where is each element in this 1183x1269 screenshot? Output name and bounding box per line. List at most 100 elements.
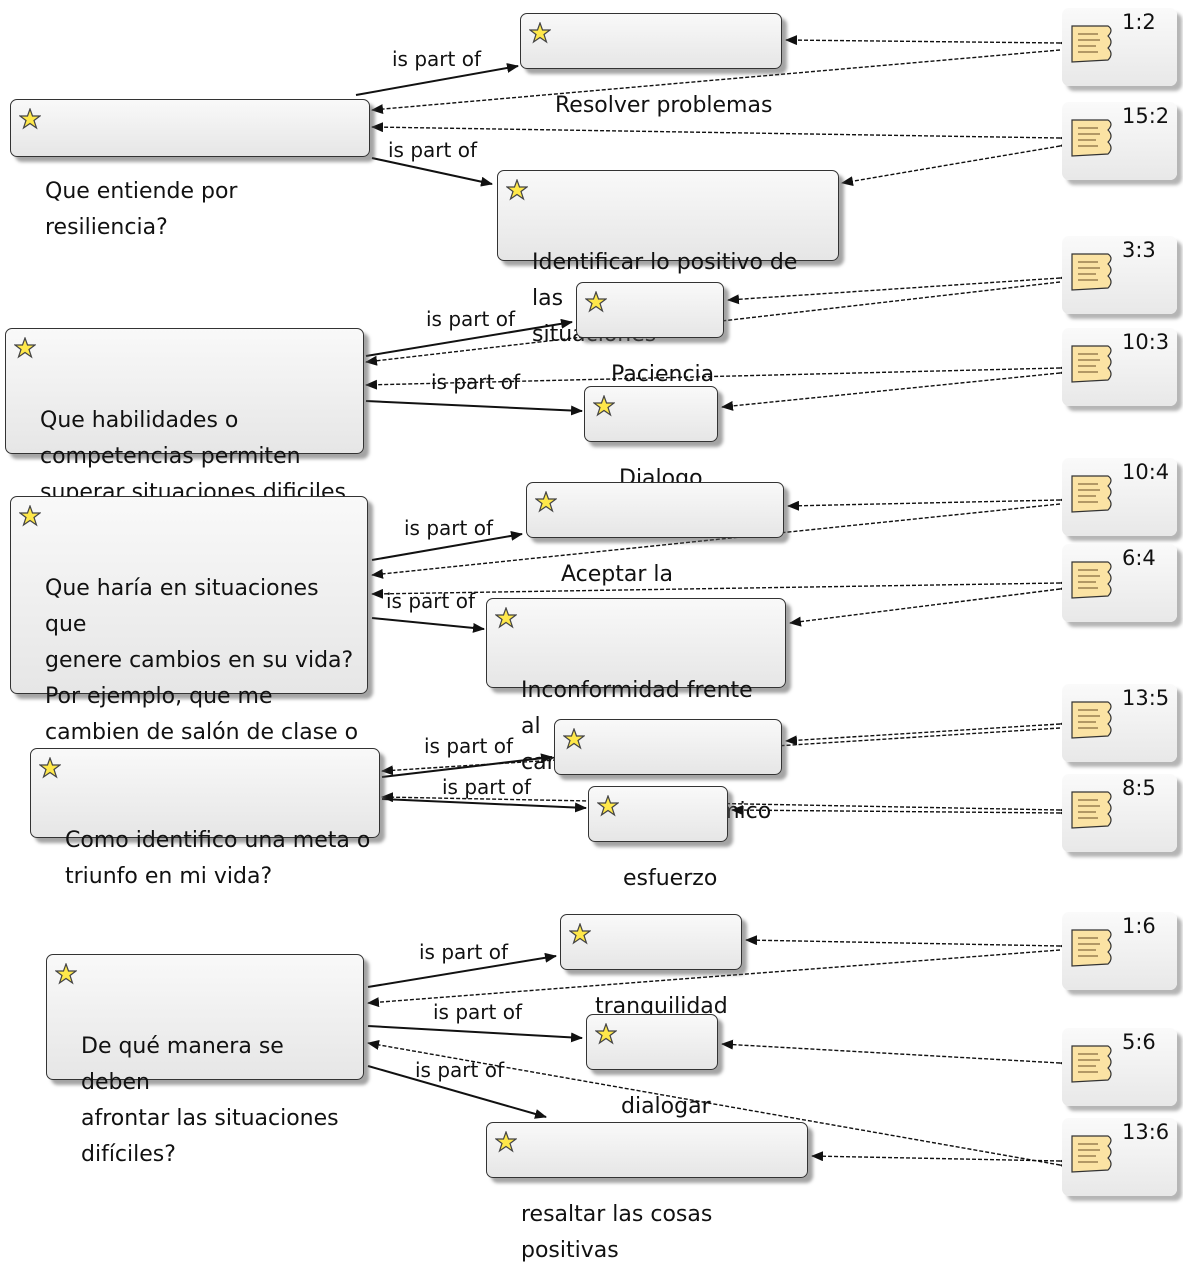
code-star-icon: [563, 728, 585, 750]
question-node[interactable]: Que entiende por resiliencia?: [10, 99, 370, 240]
is-part-of-link: [371, 157, 493, 187]
grounding-link: [721, 1039, 1072, 1069]
edge-label: is part of: [415, 1058, 504, 1082]
code-text: resaltar las cosas positivas: [521, 1202, 713, 1263]
grounding-link: [789, 582, 1072, 627]
code-text: dialogar: [621, 1094, 711, 1119]
document-icon: [1071, 561, 1112, 599]
document-icon: [1071, 119, 1112, 157]
quotation-label: 5:6: [1122, 1030, 1156, 1054]
code-star-icon: [506, 179, 528, 201]
code-star-icon: [529, 22, 551, 44]
code-node[interactable]: Resolver problemas: [520, 13, 782, 118]
grounding-link: [371, 122, 1072, 144]
edge-label: is part of: [386, 589, 475, 613]
code-star-icon: [19, 505, 41, 527]
grounding-link: [745, 935, 1072, 952]
edge-label: is part of: [404, 516, 493, 540]
document-icon: [1071, 475, 1112, 513]
edge-label: is part of: [424, 734, 513, 758]
quotation-node[interactable]: 10:4: [1062, 458, 1177, 536]
code-star-icon: [535, 491, 557, 513]
is-part-of-link: [365, 318, 573, 357]
code-node[interactable]: tranquilidad: [560, 914, 742, 1019]
quotation-label: 1:2: [1122, 10, 1156, 34]
is-part-of-link: [367, 952, 557, 988]
edge-label: is part of: [426, 307, 515, 331]
code-text: esfuerzo: [623, 866, 718, 891]
quotation-node[interactable]: 1:6: [1062, 912, 1177, 990]
document-icon: [1071, 1135, 1112, 1173]
quotation-label: 6:4: [1122, 546, 1156, 570]
code-star-icon: [55, 963, 77, 985]
is-part-of-link: [371, 617, 485, 633]
question-node[interactable]: Que habilidades o competencias permiten …: [5, 328, 364, 541]
code-node[interactable]: Aceptar la situacion: [526, 482, 784, 623]
quotation-node[interactable]: 13:6: [1062, 1118, 1177, 1196]
link-layer: [355, 35, 1072, 1172]
code-node[interactable]: logro academico: [554, 719, 782, 824]
code-node[interactable]: resaltar las cosas positivas: [486, 1122, 808, 1263]
is-part-of-link: [355, 63, 519, 96]
code-node[interactable]: dialogar: [586, 1014, 718, 1119]
code-node[interactable]: Paciencia: [576, 282, 724, 387]
quotation-label: 1:6: [1122, 914, 1156, 938]
code-star-icon: [597, 795, 619, 817]
document-icon: [1071, 1045, 1112, 1083]
question-node[interactable]: Que haría en situaciones que genere camb…: [10, 496, 368, 781]
question-node[interactable]: De qué manera se deben afrontar las situ…: [46, 954, 364, 1167]
edge-label: is part of: [431, 370, 520, 394]
code-node[interactable]: Dialogo: [584, 386, 718, 491]
edge-label: is part of: [442, 775, 531, 799]
code-text: Resolver problemas: [555, 93, 773, 118]
grounding-link: [731, 805, 1072, 819]
code-node[interactable]: Identificar lo positivo de las situacion…: [497, 170, 839, 347]
quotation-label: 3:3: [1122, 238, 1156, 262]
code-star-icon: [495, 607, 517, 629]
grounding-link: [727, 272, 1072, 305]
quotation-label: 13:6: [1122, 1120, 1170, 1144]
quotation-node[interactable]: 15:2: [1062, 102, 1177, 180]
code-star-icon: [585, 291, 607, 313]
quotation-node[interactable]: 6:4: [1062, 544, 1177, 622]
is-part-of-link: [367, 1025, 583, 1043]
grounding-link: [787, 494, 1072, 511]
document-icon: [1071, 791, 1112, 829]
question-node[interactable]: Como identifico una meta o triunfo en mi…: [30, 748, 380, 889]
quotation-node[interactable]: 13:5: [1062, 684, 1177, 762]
quotation-label: 10:4: [1122, 460, 1170, 484]
document-icon: [1071, 25, 1112, 63]
grounding-link: [785, 35, 1072, 49]
code-node[interactable]: Inconformidad frente al cambio: [486, 598, 786, 775]
question-text: Como identifico una meta o triunfo en mi…: [65, 828, 371, 889]
code-star-icon: [495, 1131, 517, 1153]
document-icon: [1071, 345, 1112, 383]
code-text: Paciencia: [611, 362, 715, 387]
quotation-label: 10:3: [1122, 330, 1170, 354]
document-icon: [1071, 929, 1112, 967]
edge-label: is part of: [392, 47, 481, 71]
is-part-of-link: [381, 753, 553, 778]
quotation-node[interactable]: 8:5: [1062, 774, 1177, 852]
is-part-of-link: [371, 530, 523, 561]
grounding-link: [367, 949, 1061, 1008]
grounding-link: [367, 1039, 1072, 1172]
grounding-link: [371, 577, 1072, 599]
code-star-icon: [19, 108, 41, 130]
grounding-link: [811, 1151, 1072, 1167]
grounding-link: [371, 503, 1061, 579]
quotation-node[interactable]: 5:6: [1062, 1028, 1177, 1106]
code-star-icon: [39, 757, 61, 779]
grounding-link: [371, 49, 1061, 115]
quotation-label: 13:5: [1122, 686, 1170, 710]
question-text: De qué manera se deben afrontar las situ…: [81, 1034, 339, 1167]
is-part-of-link: [365, 400, 583, 416]
code-node[interactable]: esfuerzo: [588, 786, 728, 891]
quotation-node[interactable]: 10:3: [1062, 328, 1177, 406]
code-star-icon: [593, 395, 615, 417]
quotation-label: 15:2: [1122, 104, 1170, 128]
edge-label: is part of: [388, 138, 477, 162]
document-icon: [1071, 253, 1112, 291]
quotation-node[interactable]: 1:2: [1062, 8, 1177, 86]
quotation-node[interactable]: 3:3: [1062, 236, 1177, 314]
